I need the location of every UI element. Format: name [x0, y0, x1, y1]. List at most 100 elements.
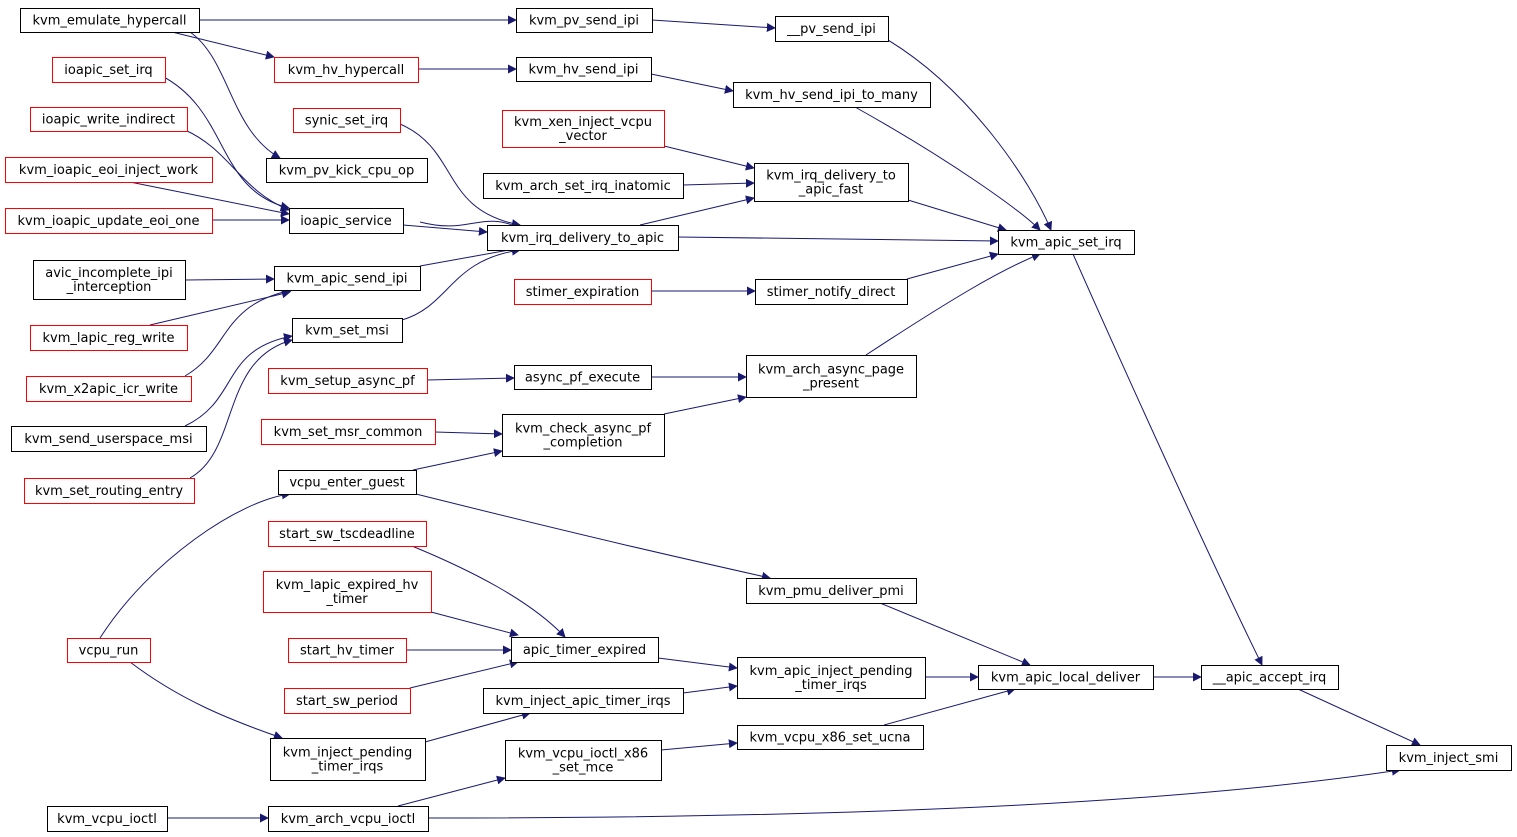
node-box [511, 637, 659, 663]
call-edge [171, 31, 275, 60]
node-box [733, 82, 931, 108]
node-label: kvm_pv_send_ipi [529, 14, 639, 29]
node-vcpu-run[interactable]: vcpu_run [67, 638, 151, 663]
call-edge [401, 246, 521, 321]
nodes-layer: kvm_emulate_hypercall kvm_pv_send_ipi __pv… [5, 8, 1512, 832]
edges-layer [99, 15, 1421, 823]
node-box [502, 110, 665, 148]
node-label: kvm_inject_apic_timer_irqs [495, 694, 670, 709]
node-box [754, 163, 909, 202]
node-box [505, 740, 662, 781]
node-kvm-arch-async-page-present[interactable]: kvm_arch_async_page_present [746, 355, 917, 398]
node-kvm-apic-set-irq[interactable]: kvm_apic_set_irq [998, 230, 1135, 255]
node-ioapic-write-indirect[interactable]: ioapic_write_indirect [30, 107, 188, 132]
node-kvm-hv-send-ipi[interactable]: kvm_hv_send_ipi [516, 57, 652, 82]
call-edge [412, 448, 503, 471]
node-box [11, 426, 207, 452]
node-box [30, 107, 188, 132]
node-kvm-lapic-reg-write[interactable]: kvm_lapic_reg_write [30, 325, 188, 351]
node-async-pf-execute[interactable]: async_pf_execute [514, 365, 652, 390]
node-start-sw-period[interactable]: start_sw_period [284, 688, 411, 714]
node-label: kvm_set_routing_entry [35, 484, 183, 499]
node-kvm-xen-inject-vcpu-vector[interactable]: kvm_xen_inject_vcpu_vector [502, 110, 665, 148]
node-kvm-irq-delivery-to-apic-fast[interactable]: kvm_irq_delivery_to_apic_fast [754, 163, 909, 202]
node-kvm-inject-smi[interactable]: kvm_inject_smi [1386, 745, 1512, 771]
call-edge [415, 493, 771, 581]
node-label: kvm_apic_local_deliver [991, 671, 1141, 686]
node-kvm-pmu-deliver-pmi[interactable]: kvm_pmu_deliver_pmi [746, 578, 917, 604]
node-kvm-lapic-expired-hv-timer[interactable]: kvm_lapic_expired_hv_timer [263, 571, 432, 613]
node-ioapic-service[interactable]: ioapic_service [289, 208, 404, 234]
node-kvm-hv-hypercall[interactable]: kvm_hv_hypercall [274, 57, 419, 83]
node-kvm-set-msr-common[interactable]: kvm_set_msr_common [261, 419, 436, 445]
call-edge [887, 39, 1053, 231]
node-start-hv-timer[interactable]: start_hv_timer [288, 638, 407, 663]
node-kvm-irq-delivery-to-apic[interactable]: kvm_irq_delivery_to_apic [487, 225, 679, 251]
node-kvm-inject-apic-timer-irqs[interactable]: kvm_inject_apic_timer_irqs [483, 688, 684, 714]
call-edge [657, 657, 738, 672]
node-kvm-apic-local-deliver[interactable]: kvm_apic_local_deliver [978, 665, 1154, 690]
node-stimer-expiration[interactable]: stimer_expiration [514, 279, 652, 305]
call-edge [854, 106, 1041, 231]
node-box [487, 225, 679, 251]
node-pv-send-ipi[interactable]: __pv_send_ipi [775, 16, 889, 42]
call-edge [189, 337, 293, 479]
node-start-sw-tscdeadline[interactable]: start_sw_tscdeadline [268, 521, 427, 547]
node-kvm-apic-send-ipi[interactable]: kvm_apic_send_ipi [274, 266, 421, 291]
call-edge [397, 775, 506, 807]
node-box [516, 57, 652, 82]
node-box [293, 108, 401, 133]
node-label: kvm_xen_inject_vcpu [514, 115, 652, 130]
node-label: kvm_hv_send_ipi_to_many [745, 88, 918, 103]
node-label: kvm_apic_send_ipi [286, 272, 407, 287]
node-kvm-pv-kick-cpu-op[interactable]: kvm_pv_kick_cpu_op [266, 158, 428, 183]
node-box [20, 8, 200, 33]
call-edge [650, 73, 734, 94]
node-kvm-arch-set-irq-inatomic[interactable]: kvm_arch_set_irq_inatomic [483, 173, 684, 199]
node-box [292, 318, 403, 343]
node-kvm-pv-send-ipi[interactable]: kvm_pv_send_ipi [516, 8, 653, 33]
node-kvm-vcpu-x86-set-ucna[interactable]: kvm_vcpu_x86_set_ucna [737, 725, 924, 750]
node-kvm-vcpu-ioctl[interactable]: kvm_vcpu_ioctl [47, 806, 168, 832]
node-apic-timer-expired[interactable]: apic_timer_expired [511, 637, 659, 663]
node-label: ioapic_set_irq [64, 63, 152, 78]
node-ioapic-set-irq[interactable]: ioapic_set_irq [52, 57, 166, 83]
node-label: synic_set_irq [305, 114, 388, 129]
node-kvm-setup-async-pf[interactable]: kvm_setup_async_pf [268, 368, 428, 394]
node-label: async_pf_execute [525, 371, 640, 386]
node-kvm-vcpu-ioctl-x86-set-mce[interactable]: kvm_vcpu_ioctl_x86_set_mce [505, 740, 662, 781]
node-label: kvm_apic_inject_pending [750, 664, 913, 679]
node-vcpu-enter-guest[interactable]: vcpu_enter_guest [278, 470, 417, 495]
node-box [278, 470, 417, 495]
node-label: _present [802, 377, 859, 392]
node-kvm-arch-vcpu-ioctl[interactable]: kvm_arch_vcpu_ioctl [268, 806, 429, 832]
node-stimer-notify-direct[interactable]: stimer_notify_direct [755, 279, 908, 305]
node-avic-incomplete-ipi-interception[interactable]: avic_incomplete_ipi_interception [33, 260, 186, 300]
node-label: _set_mce [552, 761, 614, 776]
node-kvm-hv-send-ipi-to-many[interactable]: kvm_hv_send_ipi_to_many [733, 82, 931, 108]
node-kvm-inject-pending-timer-irqs[interactable]: kvm_inject_pending_timer_irqs [270, 738, 426, 781]
node-label: _timer_irqs [311, 760, 384, 775]
node-kvm-ioapic-eoi-inject-work[interactable]: kvm_ioapic_eoi_inject_work [5, 157, 213, 183]
node-kvm-set-msi[interactable]: kvm_set_msi [292, 318, 403, 343]
node-kvm-set-routing-entry[interactable]: kvm_set_routing_entry [24, 478, 195, 504]
node-kvm-check-async-pf-completion[interactable]: kvm_check_async_pf_completion [502, 414, 665, 457]
node-label: _timer [325, 592, 368, 607]
node-label: kvm_ioapic_update_eoi_one [18, 214, 200, 229]
node-kvm-apic-inject-pending-timer-irqs[interactable]: kvm_apic_inject_pending_timer_irqs [737, 657, 926, 699]
node-label: kvm_arch_async_page [758, 363, 904, 378]
node-kvm-send-userspace-msi[interactable]: kvm_send_userspace_msi [11, 426, 207, 452]
node-label: kvm_check_async_pf [515, 422, 652, 437]
node-box [268, 806, 429, 832]
node-kvm-emulate-hypercall[interactable]: kvm_emulate_hypercall [20, 8, 200, 33]
node-apic-accept-irq[interactable]: __apic_accept_irq [1201, 665, 1339, 690]
node-box [5, 157, 213, 183]
node-label: kvm_pv_kick_cpu_op [279, 164, 415, 179]
call-edge [434, 429, 503, 439]
node-kvm-ioapic-update-eoi-one[interactable]: kvm_ioapic_update_eoi_one [5, 208, 213, 234]
node-kvm-x2apic-icr-write[interactable]: kvm_x2apic_icr_write [26, 376, 192, 402]
node-synic-set-irq[interactable]: synic_set_irq [293, 108, 401, 133]
node-box [52, 57, 166, 83]
node-box [483, 688, 684, 714]
call-edge [419, 220, 521, 229]
